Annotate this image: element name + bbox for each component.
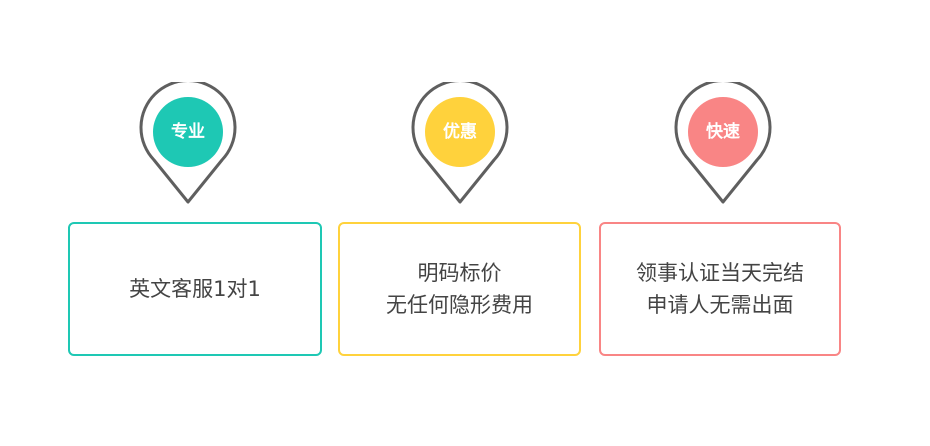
card-text-line-2: 无任何隐形费用 xyxy=(386,293,533,317)
badge-professional: 专业 xyxy=(171,122,205,142)
card-text-line-1: 领事认证当天完结 xyxy=(636,261,804,285)
badge-discount: 优惠 xyxy=(443,122,477,142)
card-text-line-1: 明码标价 xyxy=(417,261,502,285)
card-text-line-2: 申请人无需出面 xyxy=(646,293,794,317)
pin-fast: 快速 xyxy=(673,82,773,206)
card-professional: 英文客服1对1 xyxy=(68,222,322,356)
map-pin-icon xyxy=(139,82,237,204)
badge-fast: 快速 xyxy=(706,122,740,142)
map-pin-icon xyxy=(411,82,509,204)
pin-professional: 专业 xyxy=(138,82,238,206)
pin-discount: 优惠 xyxy=(410,82,510,206)
card-text: 英文客服1对1 xyxy=(129,277,261,301)
map-pin-icon xyxy=(674,82,772,204)
card-fast: 领事认证当天完结 申请人无需出面 xyxy=(599,222,841,356)
card-discount: 明码标价 无任何隐形费用 xyxy=(338,222,581,356)
